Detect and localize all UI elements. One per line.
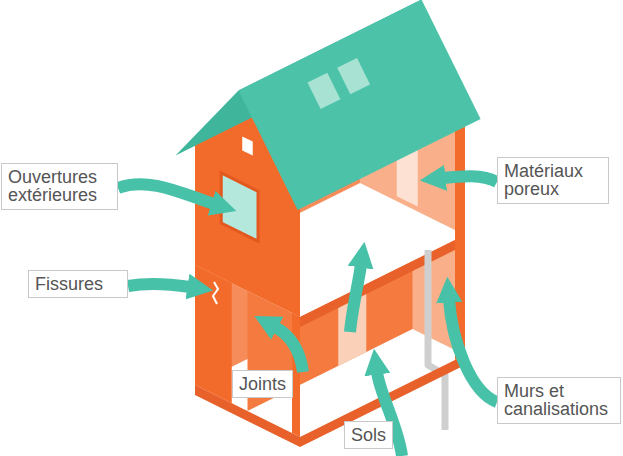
pipe: [428, 250, 445, 430]
callout-label: Joints: [239, 375, 286, 393]
window: [221, 173, 258, 241]
arrow: [128, 284, 190, 287]
callout-box: Fissures: [28, 270, 128, 298]
callout-label: Fissures: [35, 275, 121, 293]
skylight: [337, 58, 370, 94]
callout-box: Joints: [232, 370, 293, 398]
window: [242, 136, 253, 155]
callout-box: Ouvertures extérieures: [1, 163, 118, 210]
arrow: [118, 184, 214, 204]
arrow: [275, 327, 303, 372]
callout-box: Sols: [344, 421, 393, 449]
wall-edge: [292, 313, 300, 437]
callout-box: Matériaux poreux: [497, 157, 609, 204]
infiltration-arrows: [118, 176, 497, 456]
callout-box: Murs et canalisations: [497, 377, 621, 424]
crack: [213, 282, 218, 304]
skylight: [308, 73, 341, 109]
arrow: [449, 300, 497, 402]
arrow: [350, 265, 361, 332]
outer-wall: [195, 265, 232, 403]
arrow: [443, 176, 497, 182]
callout-label: Matériaux poreux: [504, 162, 602, 199]
callout-label: Ouvertures extérieures: [8, 168, 111, 205]
slab-edge: [300, 235, 465, 327]
callout-label: Sols: [351, 426, 386, 444]
callout-label: Murs et canalisations: [504, 382, 614, 419]
